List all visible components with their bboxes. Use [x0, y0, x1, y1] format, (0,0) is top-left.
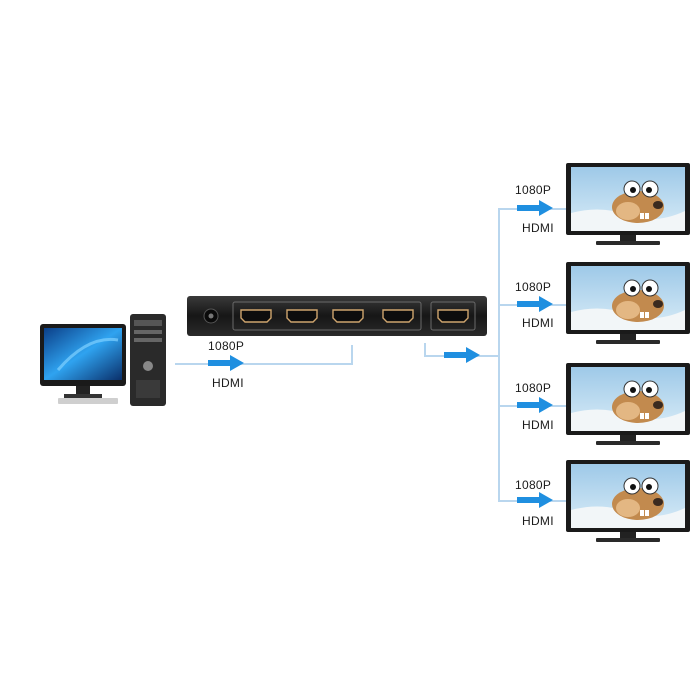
source-interface-label: HDMI: [212, 376, 244, 390]
output-resolution-label: 1080P: [515, 478, 552, 492]
distribution-trunk-line: [498, 208, 500, 500]
tv-monitor-icon: [566, 262, 690, 346]
desktop-computer-icon: [40, 314, 166, 406]
source-connection-line: [175, 363, 353, 365]
output-resolution-label: 1080P: [515, 381, 552, 395]
output-interface-label: HDMI: [522, 316, 554, 330]
output-resolution-label: 1080P: [515, 280, 552, 294]
arrow-right-icon: [517, 296, 553, 312]
output-interface-label: HDMI: [522, 221, 554, 235]
arrow-right-icon: [517, 397, 553, 413]
output-resolution-label: 1080P: [515, 183, 552, 197]
tv-monitor-icon: [566, 163, 690, 247]
hdmi-splitter-icon: [187, 296, 487, 336]
arrow-right-icon: [517, 492, 553, 508]
tv-monitor-icon: [566, 363, 690, 447]
arrow-right-icon: [444, 347, 480, 363]
source-resolution-label: 1080P: [208, 339, 245, 353]
output-interface-label: HDMI: [522, 514, 554, 528]
arrow-right-icon: [208, 355, 244, 371]
arrow-right-icon: [517, 200, 553, 216]
splitter-output-line-vertical: [424, 343, 426, 357]
tv-monitor-icon: [566, 460, 690, 544]
output-interface-label: HDMI: [522, 418, 554, 432]
source-connection-line-vertical: [351, 345, 353, 365]
